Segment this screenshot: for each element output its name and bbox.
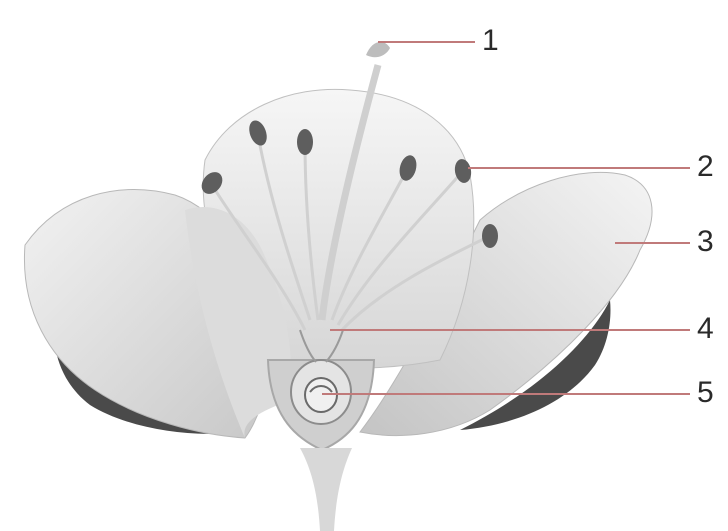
label-5: 5 [697, 378, 714, 408]
stigma [366, 42, 390, 57]
label-2: 2 [697, 152, 714, 182]
label-4: 4 [697, 314, 714, 344]
stem [300, 448, 352, 531]
label-1: 1 [482, 26, 499, 56]
label-3: 3 [697, 227, 714, 257]
